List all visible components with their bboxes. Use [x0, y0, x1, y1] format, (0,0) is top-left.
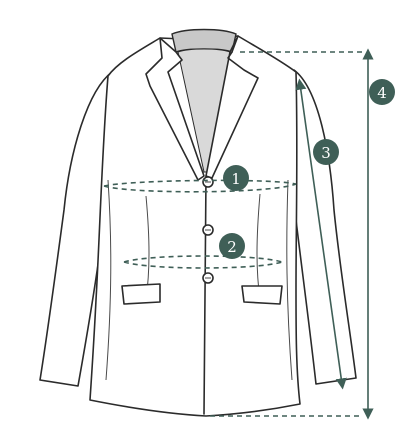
jacket-illustration — [39, 28, 357, 417]
sleeve-measure-arrow — [295, 78, 347, 390]
marker-4-badge: 4 — [369, 79, 395, 105]
marker-1-badge: 1 — [223, 165, 249, 191]
left-side-seam — [105, 179, 112, 381]
marker-2-label: 2 — [227, 238, 237, 256]
left-lapel — [145, 37, 205, 181]
right-side-seam — [286, 179, 293, 381]
marker-3-badge: 3 — [313, 139, 339, 165]
button-2 — [202, 224, 214, 236]
button-3 — [202, 272, 214, 284]
left-pocket-flap — [121, 283, 161, 305]
right-pocket-flap — [241, 285, 283, 305]
measurement-guides — [103, 48, 374, 420]
marker-3-label: 3 — [321, 144, 331, 162]
marker-2-badge: 2 — [219, 233, 245, 259]
waist-measure-line — [123, 255, 283, 269]
left-sleeve — [39, 71, 113, 387]
marker-1-label: 1 — [231, 170, 241, 188]
right-lapel — [205, 35, 259, 179]
marker-4-label: 4 — [377, 84, 387, 102]
button-1 — [202, 176, 214, 188]
right-sleeve — [293, 69, 357, 385]
front-edge — [203, 175, 207, 415]
